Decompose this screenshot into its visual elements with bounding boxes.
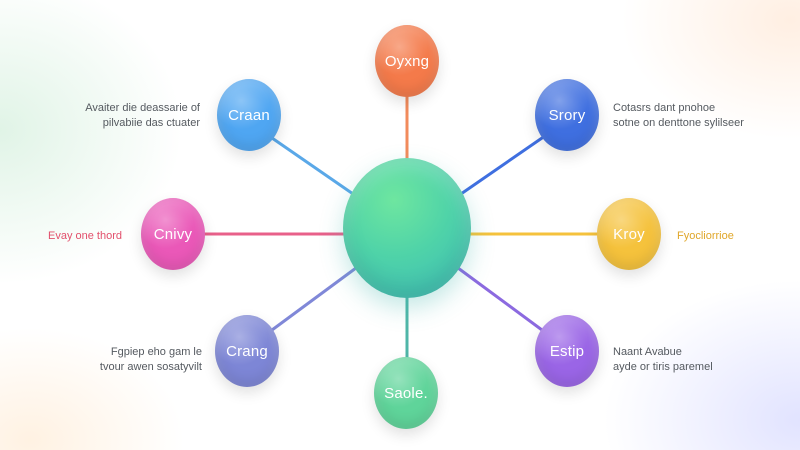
description-top-right: Cotasrs dant pnohoe sotne on denttone sy… (613, 101, 744, 131)
description-bottom-right-line-1: Naant Avabue (613, 346, 682, 358)
description-top-right-line-1: Cotasrs dant pnohoe (613, 102, 716, 114)
center-node[interactable] (343, 158, 471, 298)
description-top-right-line-2: sotne on denttone sylilseer (613, 117, 744, 129)
node-right[interactable]: Kroy (597, 198, 661, 270)
description-top-left: Avaiter die deassarie of pilvabiie das c… (85, 101, 200, 131)
node-bottom-left-label: Crang (226, 342, 268, 360)
node-bottom-left[interactable]: Crang (215, 315, 279, 387)
link-top-right (456, 136, 544, 198)
description-left: Evay one thord (48, 229, 122, 244)
link-top-left (270, 136, 358, 198)
node-right-label: Kroy (613, 225, 645, 243)
node-left[interactable]: Cnivy (141, 198, 205, 270)
node-bottom-label: Saole. (384, 384, 428, 402)
node-top[interactable]: Oyxng (375, 25, 439, 97)
link-bottom-left (270, 266, 358, 332)
description-top-left-line-2: pilvabiie das ctuater (102, 117, 200, 129)
description-left-line-1: Evay one thord (48, 230, 122, 242)
description-top-left-line-1: Avaiter die deassarie of (85, 102, 200, 114)
node-bottom[interactable]: Saole. (374, 357, 438, 429)
description-bottom-right: Naant Avabue ayde or tiris paremel (613, 345, 713, 375)
node-top-left[interactable]: Craan (217, 79, 281, 151)
node-top-right-label: Srory (548, 106, 586, 124)
description-bottom-left-line-1: Fgpiep eho gam le (110, 346, 202, 358)
node-bottom-right-label: Estip (549, 342, 585, 360)
description-bottom-left-line-2: tvour awen sosatyvilt (99, 361, 202, 373)
node-top-right[interactable]: Srory (535, 79, 599, 151)
node-top-label: Oyxng (384, 52, 430, 70)
description-bottom-left: Fgpiep eho gam le tvour awen sosatyvilt (100, 345, 202, 375)
description-right: Fyocliorrioe (677, 229, 734, 244)
node-top-left-label: Craan (228, 106, 270, 124)
node-left-label: Cnivy (153, 225, 193, 243)
description-right-line-1: Fyocliorrioe (677, 230, 734, 242)
link-bottom-right (456, 266, 544, 332)
node-bottom-right[interactable]: Estip (535, 315, 599, 387)
description-bottom-right-line-2: ayde or tiris paremel (613, 361, 713, 373)
